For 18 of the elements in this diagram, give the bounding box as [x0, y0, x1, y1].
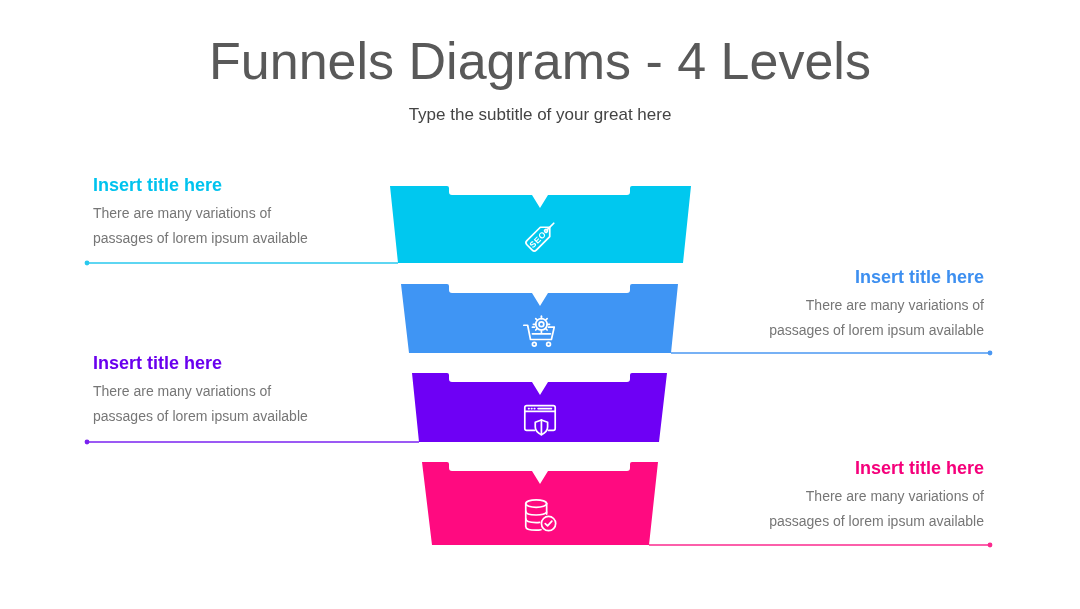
item-description: There are many variations of passages of lorem ipsum available [93, 382, 309, 426]
item-heading: Insert title here [854, 457, 984, 479]
page-title: Funnels Diagrams - 4 Levels [208, 31, 872, 91]
item-heading: Insert title here [93, 352, 223, 374]
funnel-segment [390, 186, 691, 263]
item-heading: Insert title here [93, 174, 223, 196]
subtitle: Type the subtitle of your great here [408, 104, 672, 126]
item-description: There are many variations of passages of lorem ipsum available [768, 487, 984, 531]
funnel-segment [422, 462, 658, 545]
item-heading: Insert title here [854, 266, 984, 288]
item-description: There are many variations of passages of lorem ipsum available [768, 296, 984, 340]
connector-line [84, 439, 420, 445]
item-description: There are many variations of passages of lorem ipsum available [93, 204, 309, 248]
funnel-segment [401, 284, 678, 353]
funnel-segment [412, 373, 667, 442]
connector-line [84, 260, 399, 266]
connector-line [670, 350, 993, 356]
connector-line [648, 542, 993, 548]
